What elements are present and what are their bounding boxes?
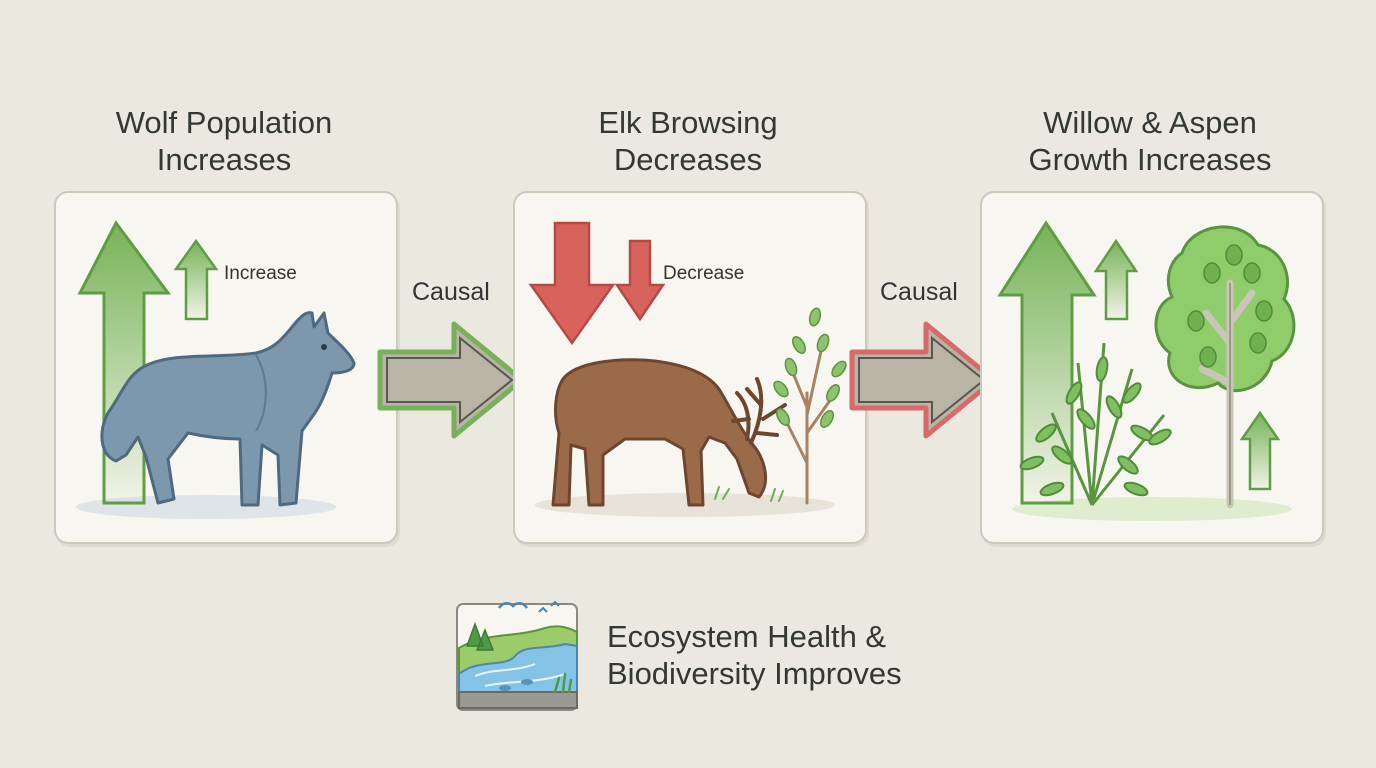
stage-title-line: Wolf Population — [115, 105, 333, 140]
stage-panel-wolf: Increase — [54, 191, 398, 544]
arrow-inner-outline — [858, 335, 986, 425]
outcome-line: Biodiversity Improves — [607, 656, 902, 691]
arrow-right-icon — [849, 321, 997, 439]
small-increase-arrow-icon — [173, 238, 219, 321]
stage-title-wolf: Wolf Population Increases — [54, 104, 394, 178]
stage-panel-elk: Decrease — [513, 191, 867, 544]
causal-arrow-red — [849, 321, 997, 439]
stage-title-line: Elk Browsing — [598, 105, 778, 140]
elk-icon — [551, 358, 768, 507]
stage-title-line: Increases — [156, 142, 292, 177]
stage-title-vegetation: Willow & Aspen Growth Increases — [980, 104, 1320, 178]
wolf-illustration — [76, 220, 356, 519]
large-decrease-arrow-icon — [528, 221, 616, 346]
stage-title-line: Decreases — [613, 142, 763, 177]
wolf-eye — [321, 344, 327, 350]
ground-shadow — [1012, 497, 1292, 521]
elk-illustration — [528, 221, 847, 517]
arrow-right-icon — [377, 321, 525, 439]
antler-icon — [731, 377, 787, 445]
ground-shadow — [535, 493, 835, 517]
stage-title-line: Willow & Aspen — [1043, 105, 1257, 140]
causal-arrow-green — [377, 321, 525, 439]
wolf-icon — [100, 311, 356, 507]
aspen-tree-icon — [1154, 225, 1296, 509]
arrow-inner-outline — [386, 335, 514, 425]
willow-shrub-icon — [1019, 342, 1172, 506]
causal-label: Causal — [412, 278, 490, 306]
small-decrease-arrow-icon — [614, 239, 666, 322]
stage-title-line: Growth Increases — [1028, 142, 1272, 177]
outcome-line: Ecosystem Health & — [607, 619, 887, 654]
large-increase-arrow-icon — [77, 220, 171, 505]
causal-label: Causal — [880, 278, 958, 306]
sapling-icon — [714, 307, 847, 505]
ecosystem-icon — [456, 600, 578, 711]
vegetation-illustration — [997, 220, 1296, 521]
stage-panel-vegetation — [980, 191, 1324, 544]
large-increase-arrow-icon — [997, 220, 1097, 505]
decrease-label: Decrease — [663, 263, 745, 284]
outcome-text: Ecosystem Health & Biodiversity Improves — [607, 618, 902, 692]
small-increase-arrow-icon — [1093, 238, 1139, 321]
tree-increase-arrow-icon — [1239, 410, 1281, 491]
stage-title-elk: Elk Browsing Decreases — [513, 104, 863, 178]
increase-label: Increase — [224, 263, 297, 284]
